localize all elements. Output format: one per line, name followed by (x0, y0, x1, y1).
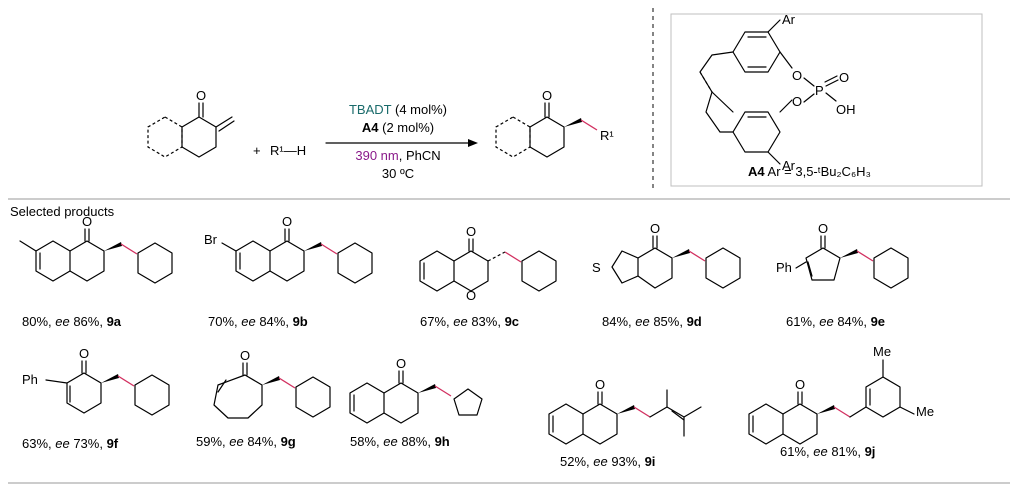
svg-text:O: O (282, 214, 292, 229)
product-9h-structure: O (349, 356, 483, 424)
svg-text:O: O (466, 288, 476, 303)
product-9f-structure: Ph O (22, 346, 170, 416)
product-9j-structure: O Me Me (748, 344, 934, 445)
caption-9j: 61%, ee 81%, 9j (780, 444, 875, 459)
rh-reagent: R¹—H (270, 143, 306, 158)
catalyst-o-top: O (792, 68, 802, 83)
caption-9f: 63%, ee 73%, 9f (22, 436, 119, 451)
svg-text:Ph: Ph (776, 260, 792, 275)
ar-top: Ar (782, 12, 796, 27)
caption-9g: 59%, ee 84%, 9g (196, 434, 296, 449)
svg-text:O: O (240, 348, 250, 363)
product-9d-structure: S O (592, 221, 741, 289)
product-9b-structure: Br O (204, 214, 373, 284)
catalyst-o-bottom: O (792, 94, 802, 109)
catalyst-frame (670, 13, 983, 187)
product-9i-structure: O (548, 377, 702, 445)
condition-ligand: A4 (2 mol%) (362, 120, 434, 135)
p-hydroxyl: OH (836, 102, 856, 117)
svg-text:O: O (795, 377, 805, 392)
condition-catalyst: TBADT (4 mol%) (349, 102, 447, 117)
condition-temperature: 30 ºC (382, 166, 414, 181)
svg-text:Ph: Ph (22, 372, 38, 387)
section-title: Selected products (10, 204, 115, 219)
svg-text:O: O (396, 356, 406, 371)
product-r-group: R¹ (600, 128, 614, 143)
phosphorus: P (815, 83, 824, 98)
product-9e-structure: Ph O (776, 221, 909, 289)
catalyst-box: Ar Ar O O P O OH A4 Ar = 3,5-ᵗBu₂C₆H₃ (670, 12, 983, 187)
product-9c-structure: O O (419, 224, 557, 303)
reaction-arrow (325, 139, 478, 147)
svg-text:O: O (466, 224, 476, 239)
product-9g-structure: O (213, 348, 331, 419)
caption-9a: 80%, ee 86%, 9a (22, 314, 122, 329)
svg-text:O: O (79, 346, 89, 361)
reactant-carbonyl-o: O (196, 88, 206, 103)
caption-9e: 61%, ee 84%, 9e (786, 314, 885, 329)
plus-sign: + (253, 143, 261, 158)
product-9a-structure: O (19, 214, 173, 284)
caption-9i: 52%, ee 93%, 9i (560, 454, 655, 469)
svg-text:Me: Me (916, 404, 934, 419)
p-double-o: O (839, 70, 849, 85)
svg-text:O: O (82, 214, 92, 229)
svg-text:O: O (595, 377, 605, 392)
caption-9b: 70%, ee 84%, 9b (208, 314, 308, 329)
svg-text:Br: Br (204, 232, 218, 247)
svg-text:Me: Me (873, 344, 891, 359)
caption-9h: 58%, ee 88%, 9h (350, 434, 450, 449)
svg-text:O: O (650, 221, 660, 236)
svg-text:S: S (592, 260, 601, 275)
condition-light: 390 nm, PhCN (355, 148, 440, 163)
svg-text:O: O (818, 221, 828, 236)
catalyst-caption: A4 Ar = 3,5-ᵗBu₂C₆H₃ (748, 164, 871, 179)
ar-bottom: Ar (782, 158, 796, 173)
reactant-enone: O (147, 88, 235, 158)
caption-9c: 67%, ee 83%, 9c (420, 314, 519, 329)
product-carbonyl-o: O (542, 88, 552, 103)
caption-9d: 84%, ee 85%, 9d (602, 314, 702, 329)
general-product: O R¹ (495, 88, 614, 158)
